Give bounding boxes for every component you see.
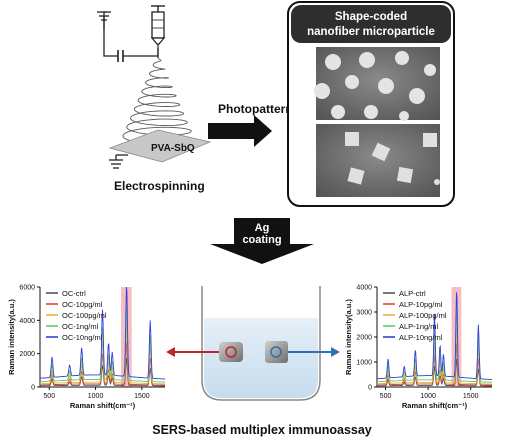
circle-particle [399, 111, 409, 121]
x-tick-label: 1500 [463, 393, 479, 400]
legend-label: ALP-1ng/ml [399, 322, 439, 331]
y-tick-label: 0 [368, 385, 372, 392]
panel-title-line2: nanofiber microparticle [307, 26, 435, 38]
y-axis-label: Raman intensity(a.u.) [7, 299, 16, 375]
shape-coded-panel: Shape-coded nanofiber microparticle [287, 1, 455, 207]
spectrum-line-oc-10ng-ml [39, 286, 165, 380]
photopatterning-arrow [208, 115, 272, 147]
spectrum-line-alp-10ng-ml [377, 292, 492, 380]
circle-particle [345, 75, 359, 89]
fragment-particle [434, 179, 440, 185]
tem-image-squares [316, 124, 440, 197]
square-particle [345, 132, 359, 146]
circuit-wire-lower [103, 16, 118, 57]
blue-arrow-to-alp-chart [288, 347, 340, 357]
x-tick-label: 500 [43, 393, 55, 400]
spectrum-line-alp-100pg-ml [377, 327, 493, 385]
spectrum-line-oc-100pg-ml [40, 324, 165, 385]
square-particle [347, 167, 365, 185]
y-tick-label: 2000 [356, 335, 372, 342]
oc-circle-particle [219, 342, 243, 362]
square-particle [371, 142, 391, 162]
red-arrow-to-oc-chart [166, 347, 219, 357]
x-tick-label: 1000 [88, 393, 104, 400]
circle-particle [331, 105, 345, 119]
legend-label: ALP-10pg/ml [399, 300, 443, 309]
ag-coating-arrow [210, 218, 314, 264]
y-axis-label: Raman intensity(a.u.) [344, 299, 353, 375]
panel-title-line1: Shape-coded [335, 11, 407, 23]
spectrum-line-alp-1ng-ml [377, 310, 492, 383]
circle-particle [325, 54, 341, 70]
electrospinning-setup: PVA-SbQ Electrospinning [97, 5, 212, 193]
circle-particle [378, 78, 394, 94]
y-tick-label: 2000 [19, 351, 35, 358]
legend-label: ALP-ctrl [399, 289, 426, 298]
spectrum-line-alp-10pg-ml [376, 343, 492, 386]
legend-label: OC-100pg/ml [62, 311, 107, 320]
square-particle [423, 133, 437, 147]
spectrum-line-oc-10pg-ml [40, 342, 165, 386]
spectrum-line-oc-1ng-ml [40, 307, 165, 383]
x-tick-label: 1000 [420, 393, 436, 400]
square-microparticles [345, 132, 440, 185]
circle-microparticles [314, 51, 436, 121]
y-tick-label: 1000 [356, 360, 372, 367]
x-tick-label: 500 [380, 393, 392, 400]
square-particle [396, 166, 414, 184]
alp-square-particle [265, 341, 288, 363]
spectrum-line-oc-ctrl [40, 357, 165, 387]
legend-label: OC-10ng/ml [62, 333, 103, 342]
spectrum-line-alp-ctrl [377, 358, 492, 387]
bottom-caption: SERS-based multiplex immunoassay [152, 423, 372, 437]
y-tick-label: 6000 [19, 285, 35, 292]
circle-particle [359, 52, 375, 68]
y-tick-label: 0 [31, 385, 35, 392]
legend-label: OC-10pg/ml [62, 300, 103, 309]
collector-ground-icon [109, 154, 128, 169]
coating-label-line1: Ag [255, 222, 270, 234]
y-tick-label: 4000 [356, 285, 372, 292]
capacitor-icon [117, 50, 124, 62]
syringe-icon [150, 5, 166, 58]
electrospinning-label: Electrospinning [114, 179, 205, 193]
nanofiber-jet-spiral [122, 58, 192, 145]
circuit-wire-to-needle [123, 48, 159, 57]
y-tick-label: 3000 [356, 310, 372, 317]
circle-particle [424, 64, 436, 76]
x-axis-label: Raman shift(cm⁻¹) [402, 401, 468, 410]
circle-particle [395, 51, 409, 65]
legend-label: OC-1ng/ml [62, 322, 99, 331]
y-tick-label: 4000 [19, 318, 35, 325]
vial-liquid [204, 318, 318, 398]
circle-particle [409, 88, 425, 104]
legend-label: OC-ctrl [62, 289, 86, 298]
coating-label-line2: coating [242, 234, 281, 246]
legend-label: ALP-100pg/ml [399, 311, 447, 320]
x-tick-label: 1500 [134, 393, 150, 400]
pva-sbq-substrate [108, 129, 212, 163]
circle-particle [364, 105, 378, 119]
x-axis-label: Raman shift(cm⁻¹) [70, 401, 136, 410]
assay-vial [201, 286, 321, 401]
legend-label: ALP-10ng/ml [399, 333, 443, 342]
circle-particle [314, 83, 330, 99]
substrate-label: PVA-SbQ [151, 143, 195, 154]
